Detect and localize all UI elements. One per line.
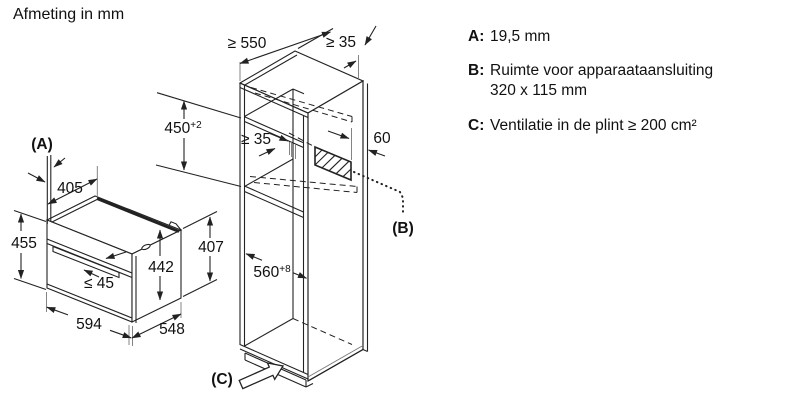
legend-value-c: Ventilatie in de plint ≥ 200 cm² [490,117,697,134]
oven-dim-handle: ≤ 45 [84,275,114,292]
cabinet-label-c: (C) [211,371,233,388]
legend-key-a: A: [468,28,485,45]
legend-key-c: C: [468,117,485,134]
cabinet-dim-550: ≥ 550 [228,35,267,52]
cabinet-drawing [238,50,369,388]
cabinet-side-face [307,80,364,382]
oven-dim-407: 407 [198,239,224,256]
cabinet-dim-560: 560+8 [253,264,291,281]
connection-leader-dots [353,171,404,214]
legend-item-b: B: Ruimte voor apparaataansluiting 320 x… [468,61,713,101]
oven-dim-594: 594 [76,316,102,333]
oven-dimensions: (A) 405 455 ≤ 45 442 407 [11,136,224,346]
cabinet-dimensions: ≥ 550 ≥ 35 450+2 ≥ 35 60 [155,25,414,390]
legend-value-b: Ruimte voor apparaataansluiting 320 x 11… [490,61,713,101]
cabinet-dim-60: 60 [373,130,391,147]
oven-dim-455: 455 [11,235,37,252]
oven-dim-405: 405 [57,180,83,197]
cabinet-dim-top-gap: ≥ 35 [326,34,356,51]
oven-dim-442: 442 [148,259,174,276]
oven-grip-slot [141,243,151,251]
connection-area-hatch [314,145,352,182]
cabinet-dim-rear-gap: ≥ 35 [241,131,271,148]
legend-value-b-line2: 320 x 115 mm [490,82,588,99]
legend-item-a: A: 19,5 mm [468,27,550,47]
cabinet-dim-450: 450+2 [164,120,202,137]
cabinet-label-b: (B) [392,220,414,237]
legend-value-a: 19,5 mm [490,28,551,45]
oven-dim-548: 548 [159,321,185,338]
legend-key-b: B: [468,62,485,79]
legend-value-b-line1: Ruimte voor apparaataansluiting [490,62,714,79]
ventilation-arrow [238,362,285,390]
page-title: Afmeting in mm [13,6,125,23]
oven-right-face [131,229,182,323]
oven-door-handle [52,245,120,279]
legend-item-c: C: Ventilatie in de plint ≥ 200 cm² [468,116,697,136]
oven-label-a: (A) [31,136,53,153]
